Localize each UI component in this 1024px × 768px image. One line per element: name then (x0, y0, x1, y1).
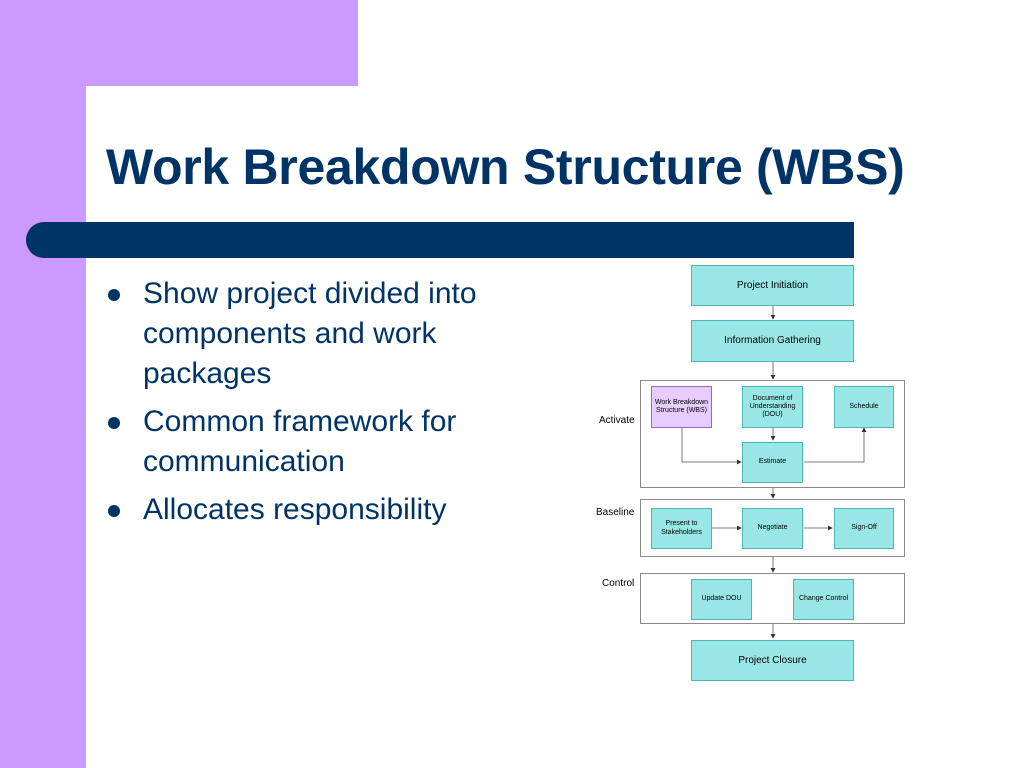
bullet-item: Allocates responsibility (106, 490, 516, 530)
bullet-text: Common framework for communication (143, 405, 457, 478)
phase-label-activate: Activate (599, 415, 635, 426)
bullet-text: Show project divided into components and… (143, 277, 477, 390)
bullet-text: Allocates responsibility (143, 493, 447, 526)
box-update-dou: Update DOU (691, 579, 752, 620)
box-negotiate: Negotiate (742, 508, 803, 549)
arrow-estimate-to-schedule (804, 427, 867, 463)
box-project-initiation: Project Initiation (691, 265, 854, 306)
box-information-gathering: Information Gathering (691, 320, 854, 362)
bullet-dot-icon (108, 289, 120, 301)
bullet-item: Common framework for communication (106, 402, 516, 482)
slide-decoration-left (0, 0, 86, 768)
bullet-item: Show project divided into components and… (106, 274, 516, 394)
bullet-dot-icon (108, 505, 120, 517)
box-sign-off: Sign-Off (834, 508, 894, 549)
box-project-closure: Project Closure (691, 640, 854, 681)
box-change-control: Change Control (793, 579, 854, 620)
control-group (640, 573, 905, 624)
project-flow-diagram: Activate Baseline Control Project Initia… (590, 262, 920, 686)
box-wbs: Work Breakdown Structure (WBS) (651, 386, 712, 428)
box-schedule: Schedule (834, 386, 894, 428)
box-estimate: Estimate (742, 442, 803, 483)
bullet-dot-icon (108, 417, 120, 429)
title-underline-bar (26, 222, 854, 258)
slide-decoration-corner (86, 86, 146, 146)
phase-label-control: Control (602, 578, 635, 589)
box-present-to-stakeholders: Present to Stakeholders (651, 508, 712, 549)
arrow-wbs-to-estimate (681, 428, 742, 465)
slide-title: Work Breakdown Structure (WBS) (106, 139, 905, 195)
slide-decoration-top (0, 0, 358, 86)
box-document-of-understanding: Document of Understanding (DOU) (742, 386, 803, 428)
connector-arrows (681, 306, 867, 639)
bullet-list: Show project divided into components and… (106, 274, 516, 538)
phase-label-baseline: Baseline (596, 507, 635, 518)
